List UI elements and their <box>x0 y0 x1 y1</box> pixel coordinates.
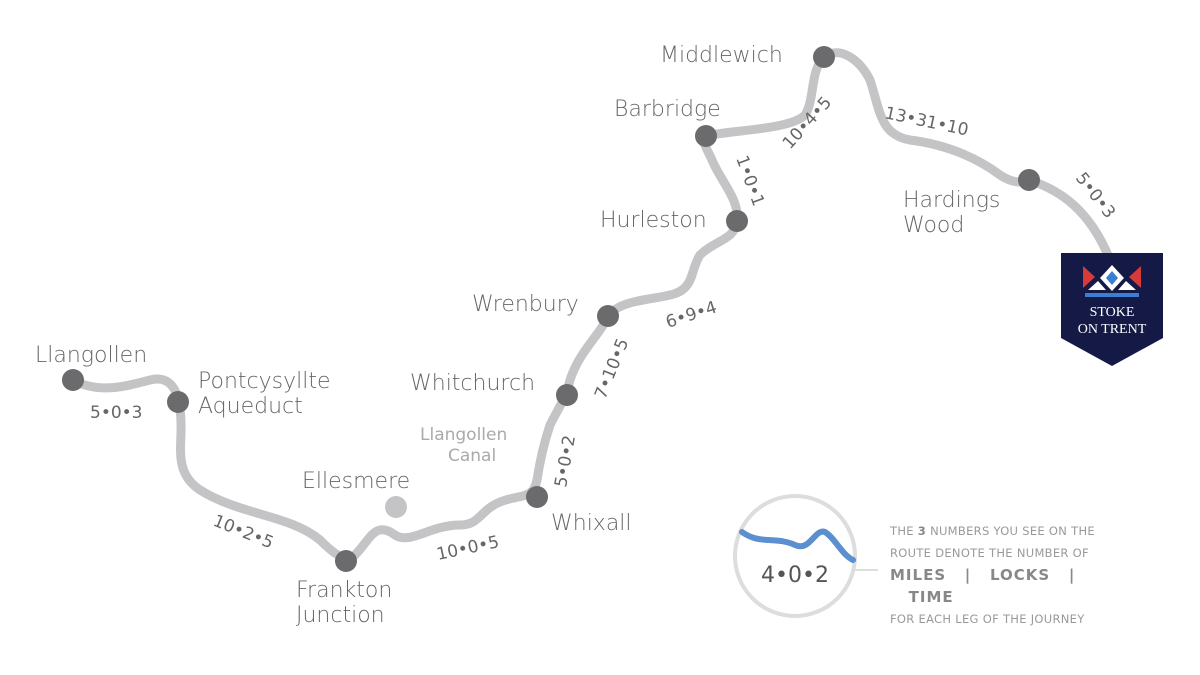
legend-text: NUMBERS YOU SEE ON THE <box>926 524 1095 538</box>
legend-locks: LOCKS <box>989 566 1051 584</box>
legend-text: ROUTE DENOTE THE NUMBER OF <box>890 546 1089 560</box>
leg-frankton-whixall: 10•0•5 <box>435 532 501 565</box>
stop-middlewich[interactable] <box>813 46 835 68</box>
label-barbridge: Barbridge <box>614 97 721 122</box>
crown-icon <box>1083 265 1141 297</box>
label-frankton: Frankton <box>296 578 392 603</box>
legend-separator: | <box>964 566 972 584</box>
stop-barbridge[interactable] <box>695 125 717 147</box>
canal-label-2: Canal <box>448 446 496 466</box>
stop-hardings-wood[interactable] <box>1018 169 1040 191</box>
leg-llangollen-pontcysyllte: 5•0•3 <box>90 403 143 423</box>
leg-whitchurch-wrenbury: 7•10•5 <box>591 336 633 402</box>
legend-wave <box>739 528 856 563</box>
stoke-on-trent-badge[interactable]: STOKE ON TRENT <box>1061 253 1163 366</box>
stop-ellesmere[interactable] <box>385 496 407 518</box>
label-hurleston: Hurleston <box>600 208 707 233</box>
label-pontcysyllte: Pontcysyllte <box>198 369 331 394</box>
leg-wrenbury-hurleston: 6•9•4 <box>663 298 719 333</box>
label-junction: Junction <box>296 603 385 628</box>
label-middlewich: Middlewich <box>660 43 783 68</box>
label-whixall: Whixall <box>551 511 632 536</box>
label-whitchurch: Whitchurch <box>410 371 535 396</box>
legend-count: 3 <box>917 524 927 538</box>
stop-wrenbury[interactable] <box>597 305 619 327</box>
label-aqueduct: Aqueduct <box>198 394 303 419</box>
stop-whitchurch[interactable] <box>556 384 578 406</box>
legend-separator: | <box>1068 566 1076 584</box>
label-llangollen: Llangollen <box>35 343 147 368</box>
stop-pontcysyllte[interactable] <box>167 391 189 413</box>
legend-sample: 4•0•2 <box>761 563 829 588</box>
legend-text: FOR EACH LEG OF THE JOURNEY <box>890 612 1085 626</box>
label-hardings: Hardings <box>903 188 1000 213</box>
legend-badge: 4•0•2 <box>733 494 878 618</box>
stop-hurleston[interactable] <box>726 210 748 232</box>
label-ellesmere: Ellesmere <box>302 469 410 494</box>
badge-line2: ON TRENT <box>1078 322 1147 337</box>
legend-miles: MILES <box>890 566 947 584</box>
label-wood: Wood <box>903 213 964 238</box>
stop-frankton[interactable] <box>335 550 357 572</box>
leg-whixall-whitchurch: 5•0•2 <box>551 434 580 489</box>
legend-time: TIME <box>908 588 954 606</box>
canal-label-1: Llangollen <box>420 425 507 445</box>
stop-whixall[interactable] <box>526 486 548 508</box>
badge-line1: STOKE <box>1090 305 1135 320</box>
label-wrenbury: Wrenbury <box>472 292 579 317</box>
stop-llangollen[interactable] <box>62 369 84 391</box>
legend-explanation: THE 3 NUMBERS YOU SEE ON THE ROUTE DENOT… <box>890 520 1130 630</box>
legend-keys: MILES | LOCKS | TIME <box>890 564 1130 608</box>
legend-text: THE <box>890 524 918 538</box>
